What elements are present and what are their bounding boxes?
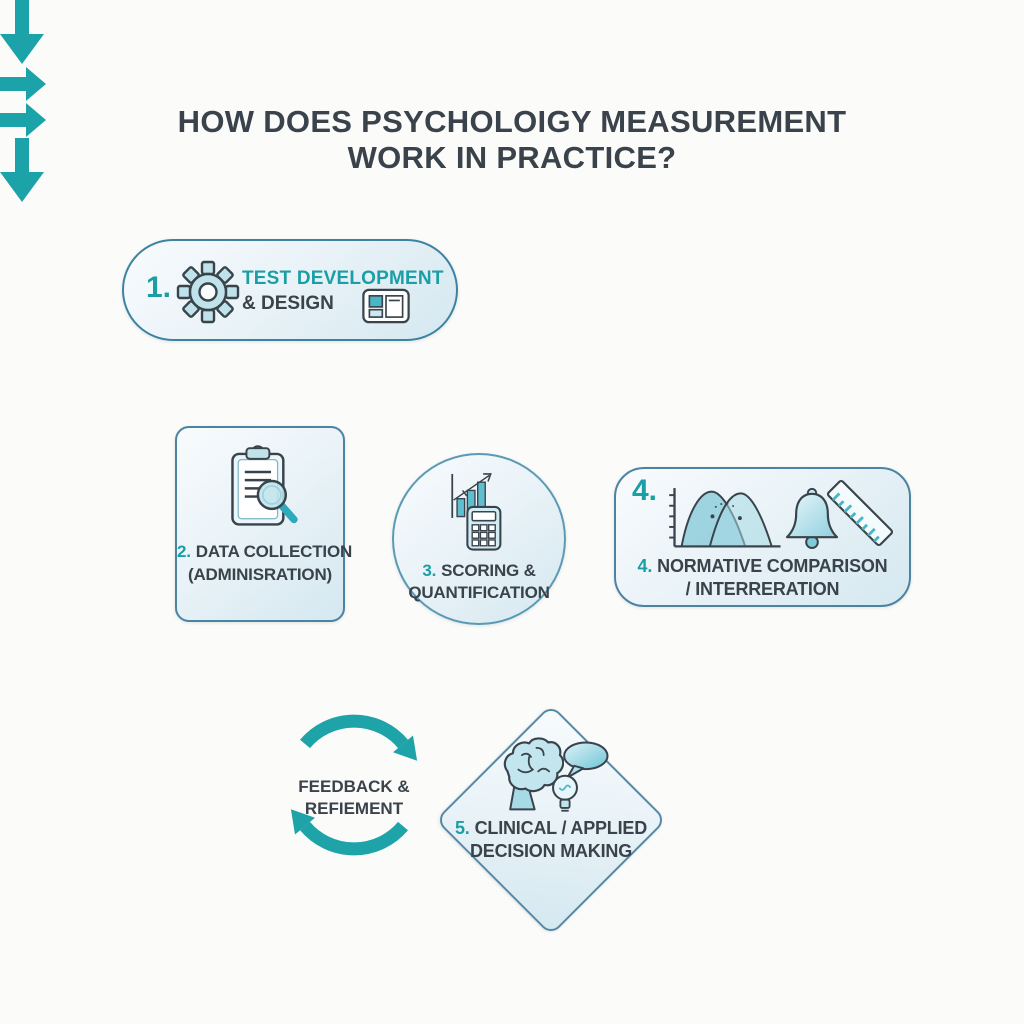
step2-card: 2.DATA COLLECTION (ADMINISRATION) [175,426,352,622]
feedback-line1: FEEDBACK & [298,777,410,796]
step2-number: 2. [177,542,191,561]
step2-caption-line2: (ADMINISRATION) [188,565,332,584]
arrow-step4-to-step5 [0,138,44,202]
feedback-label: FEEDBACK & REFIEMENT [284,776,424,820]
step1-card: 1. TEST DEVELOPMENT & DESIGN [122,239,458,341]
step4-corner-number: 4. [632,474,658,507]
step3-caption: 3.SCORING & QUANTIFICATION [394,560,564,604]
step4-number: 4. [637,556,653,576]
layout-card-icon [362,288,410,324]
step2-caption: 2.DATA COLLECTION (ADMINISRATION) [177,540,352,586]
step4-caption: 4.NORMATIVE COMPARISON / INTERRERATION [616,555,909,601]
cycle-arrows-icon [290,714,418,856]
ruler-icon [826,479,894,547]
step3-number: 3. [422,561,437,580]
step4-card: 4. [614,467,911,607]
clipboard-magnifier-icon [231,445,298,526]
step3-caption-line2: QUANTIFICATION [408,583,550,602]
gear-icon [176,260,240,324]
chart-calculator-icon [451,473,502,551]
step1-text: TEST DEVELOPMENT & DESIGN [242,268,444,315]
step5-number: 5. [454,818,470,838]
step5-caption: 5.CLINICAL / APPLIED DECISION MAKING [436,817,666,863]
step1-number: 1. [146,271,172,304]
title-line1: HOW DOES PSYCHOLOIGY MEASUREMENT [177,104,847,139]
step5-content: 5.CLINICAL / APPLIED DECISION MAKING [436,705,666,935]
feedback-line2: REFIEMENT [304,799,404,818]
step5-caption-line1: CLINICAL / APPLIED [474,818,648,838]
brain-icon [503,737,564,811]
step5-caption-line2: DECISION MAKING [469,841,632,861]
title-line2: WORK IN PRACTICE? [347,140,677,175]
step3-caption-line1: SCORING & [441,561,536,580]
step2-caption-line1: DATA COLLECTION [195,542,353,561]
speech-bubble-icon [563,741,609,779]
step4-caption-line2: / INTERRERATION [685,579,840,599]
arrow-step2-to-step3 [0,67,46,101]
step3-card: 3.SCORING & QUANTIFICATION [392,453,566,625]
step4-caption-line1: NORMATIVE COMPARISON [657,556,888,576]
arrow-step3-to-step4 [0,103,46,137]
bell-icon [785,487,839,549]
step1-heading: TEST DEVELOPMENT [242,268,444,289]
page-title: HOW DOES PSYCHOLOIGY MEASUREMENT WORK IN… [0,104,1024,176]
arrow-step1-to-step2 [0,0,44,64]
step1-subheading: & DESIGN [242,293,334,314]
lightbulb-icon [552,774,578,812]
distribution-curves-icon [669,488,781,548]
